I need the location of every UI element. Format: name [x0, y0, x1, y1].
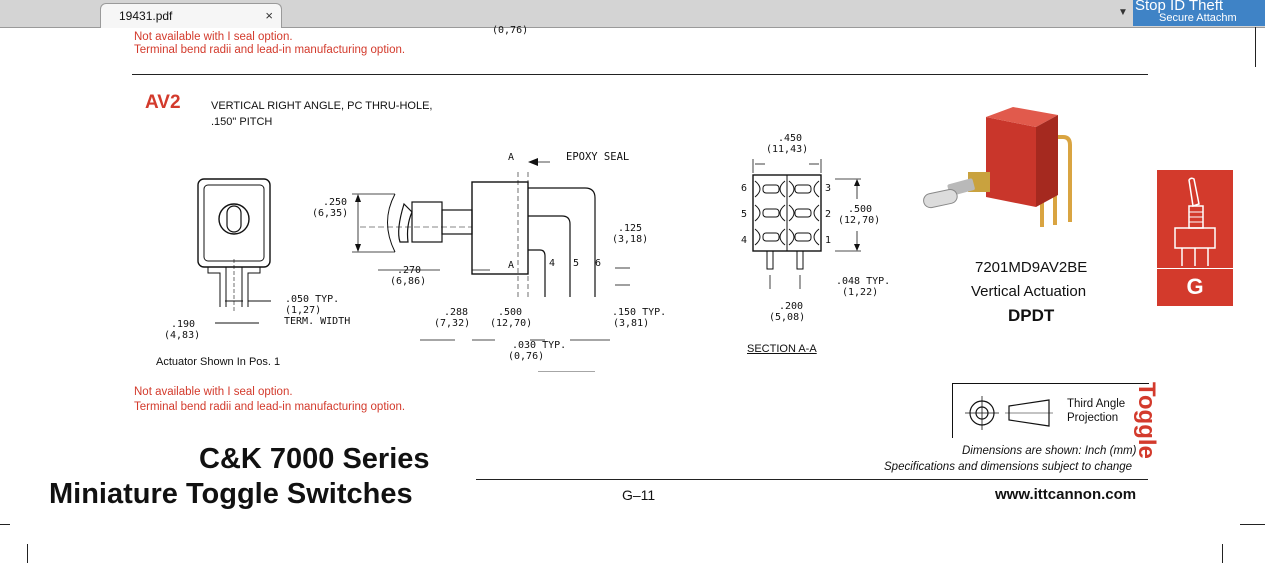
tab-title: 19431.pdf [119, 9, 173, 23]
section-side-tab: G [1157, 170, 1233, 306]
section-aa-label: SECTION A-A [747, 343, 817, 355]
bottom-note-2: Terminal bend radii and lead-in manufact… [134, 401, 406, 413]
projection-line-2: Projection [1067, 412, 1119, 424]
page-edge-mark [0, 524, 10, 525]
toggle-switch-icon [1174, 177, 1216, 266]
dim-250: .250 [323, 197, 348, 208]
dim-030-mm: (0,76) [508, 351, 545, 362]
dim-200: .200 [779, 301, 804, 312]
dim-500b-mm: (12,70) [838, 215, 881, 226]
ad-line-2: Secure Attachm [1159, 12, 1237, 24]
dim-125-mm: (3,18) [612, 234, 649, 245]
dim-150: .150 TYP. [612, 307, 667, 318]
dim-050: .050 TYP. [285, 294, 340, 305]
page-edge-mark [27, 544, 28, 563]
product-code: 7201MD9AV2BE [975, 259, 1088, 276]
spec-note: Specifications and dimensions subject to… [884, 461, 1133, 473]
pin-label-3: 3 [825, 183, 832, 194]
pin-label-4: 4 [549, 258, 556, 269]
page-edge-mark [1240, 524, 1265, 525]
pin-label-1: 1 [825, 235, 832, 246]
dim-270: .270 [397, 265, 422, 276]
divider-top [132, 74, 1148, 75]
dim-500: .500 [498, 307, 523, 318]
dim-190: .190 [171, 319, 196, 330]
pin-label-4b: 4 [741, 235, 748, 246]
pin-label-6: 6 [595, 258, 602, 269]
projection-box: Third Angle Projection [952, 383, 1149, 438]
pin-label-5b: 5 [741, 209, 748, 220]
projection-line-1: Third Angle [1067, 398, 1126, 410]
chevron-down-icon[interactable]: ▼ [1118, 7, 1128, 18]
pdf-page: Not available with I seal option. Termin… [0, 25, 1265, 563]
epoxy-seal-label: EPOXY SEAL [566, 151, 630, 163]
section-desc-1: VERTICAL RIGHT ANGLE, PC THRU-HOLE, [211, 100, 433, 112]
product-type: DPDT [1008, 306, 1055, 325]
section-code: AV2 [145, 92, 181, 113]
dim-288: .288 [444, 307, 469, 318]
third-angle-projection-icon [965, 396, 1053, 430]
pin-label-2: 2 [825, 209, 832, 220]
dim-048-mm: (1,22) [842, 287, 879, 298]
label-a-bottom: A [508, 260, 515, 271]
top-note-2: Terminal bend radii and lead-in manufact… [134, 44, 406, 56]
dim-125: .125 [618, 223, 643, 234]
ad-line-1: Stop ID Theft [1135, 0, 1224, 14]
top-note-1: Not available with I seal option. [134, 31, 293, 43]
series-title-1: C&K 7000 Series [199, 443, 430, 475]
front-view-drawing [197, 178, 271, 312]
dim-190-mm: (4,83) [164, 330, 201, 341]
dim-200-mm: (5,08) [769, 312, 806, 323]
label-a-top: A [508, 152, 515, 163]
page-edge-mark [1222, 544, 1223, 563]
tab-pdf[interactable]: 19431.pdf × [100, 3, 282, 28]
dim-270-mm: (6,86) [390, 276, 427, 287]
dim-250-mm: (6,35) [312, 208, 349, 219]
page-number: G–11 [622, 487, 656, 503]
pin-label-6b: 6 [741, 183, 748, 194]
page-edge-mark [1255, 27, 1256, 67]
dim-450-mm: (11,43) [766, 144, 809, 155]
dim-288-mm: (7,32) [434, 318, 471, 329]
dim-450: .450 [778, 133, 803, 144]
viewer-toolbar: 19431.pdf × ▼ Stop ID Theft Secure Attac… [0, 0, 1265, 28]
bottom-note-1: Not available with I seal option. [134, 386, 293, 398]
section-aa-drawing [752, 159, 822, 289]
pin-label-5: 5 [573, 258, 580, 269]
dim-500b: .500 [848, 204, 873, 215]
website: www.ittcannon.com [995, 486, 1137, 503]
section-desc-2: .150" PITCH [211, 116, 273, 128]
product-photo [923, 107, 1072, 227]
dim-150-mm: (3,81) [613, 318, 650, 329]
dimensions-note: Dimensions are shown: Inch (mm) [962, 445, 1137, 457]
footer-rule [476, 479, 1148, 480]
actuator-note: Actuator Shown In Pos. 1 [156, 356, 281, 368]
dim-048: .048 TYP. [836, 276, 891, 287]
side-view-drawing [352, 158, 630, 372]
ad-banner[interactable]: Stop ID Theft Secure Attachm [1133, 0, 1265, 26]
product-desc: Vertical Actuation [971, 283, 1087, 300]
term-width: TERM. WIDTH [284, 316, 351, 327]
top-dim: (0,76) [492, 25, 529, 36]
close-icon[interactable]: × [265, 8, 273, 23]
side-letter: G [1186, 274, 1204, 299]
dim-500-mm: (12,70) [490, 318, 533, 329]
dim-030: .030 TYP. [512, 340, 567, 351]
dim-050-mm: (1,27) [285, 305, 322, 316]
series-title-2: Miniature Toggle Switches [49, 478, 413, 510]
